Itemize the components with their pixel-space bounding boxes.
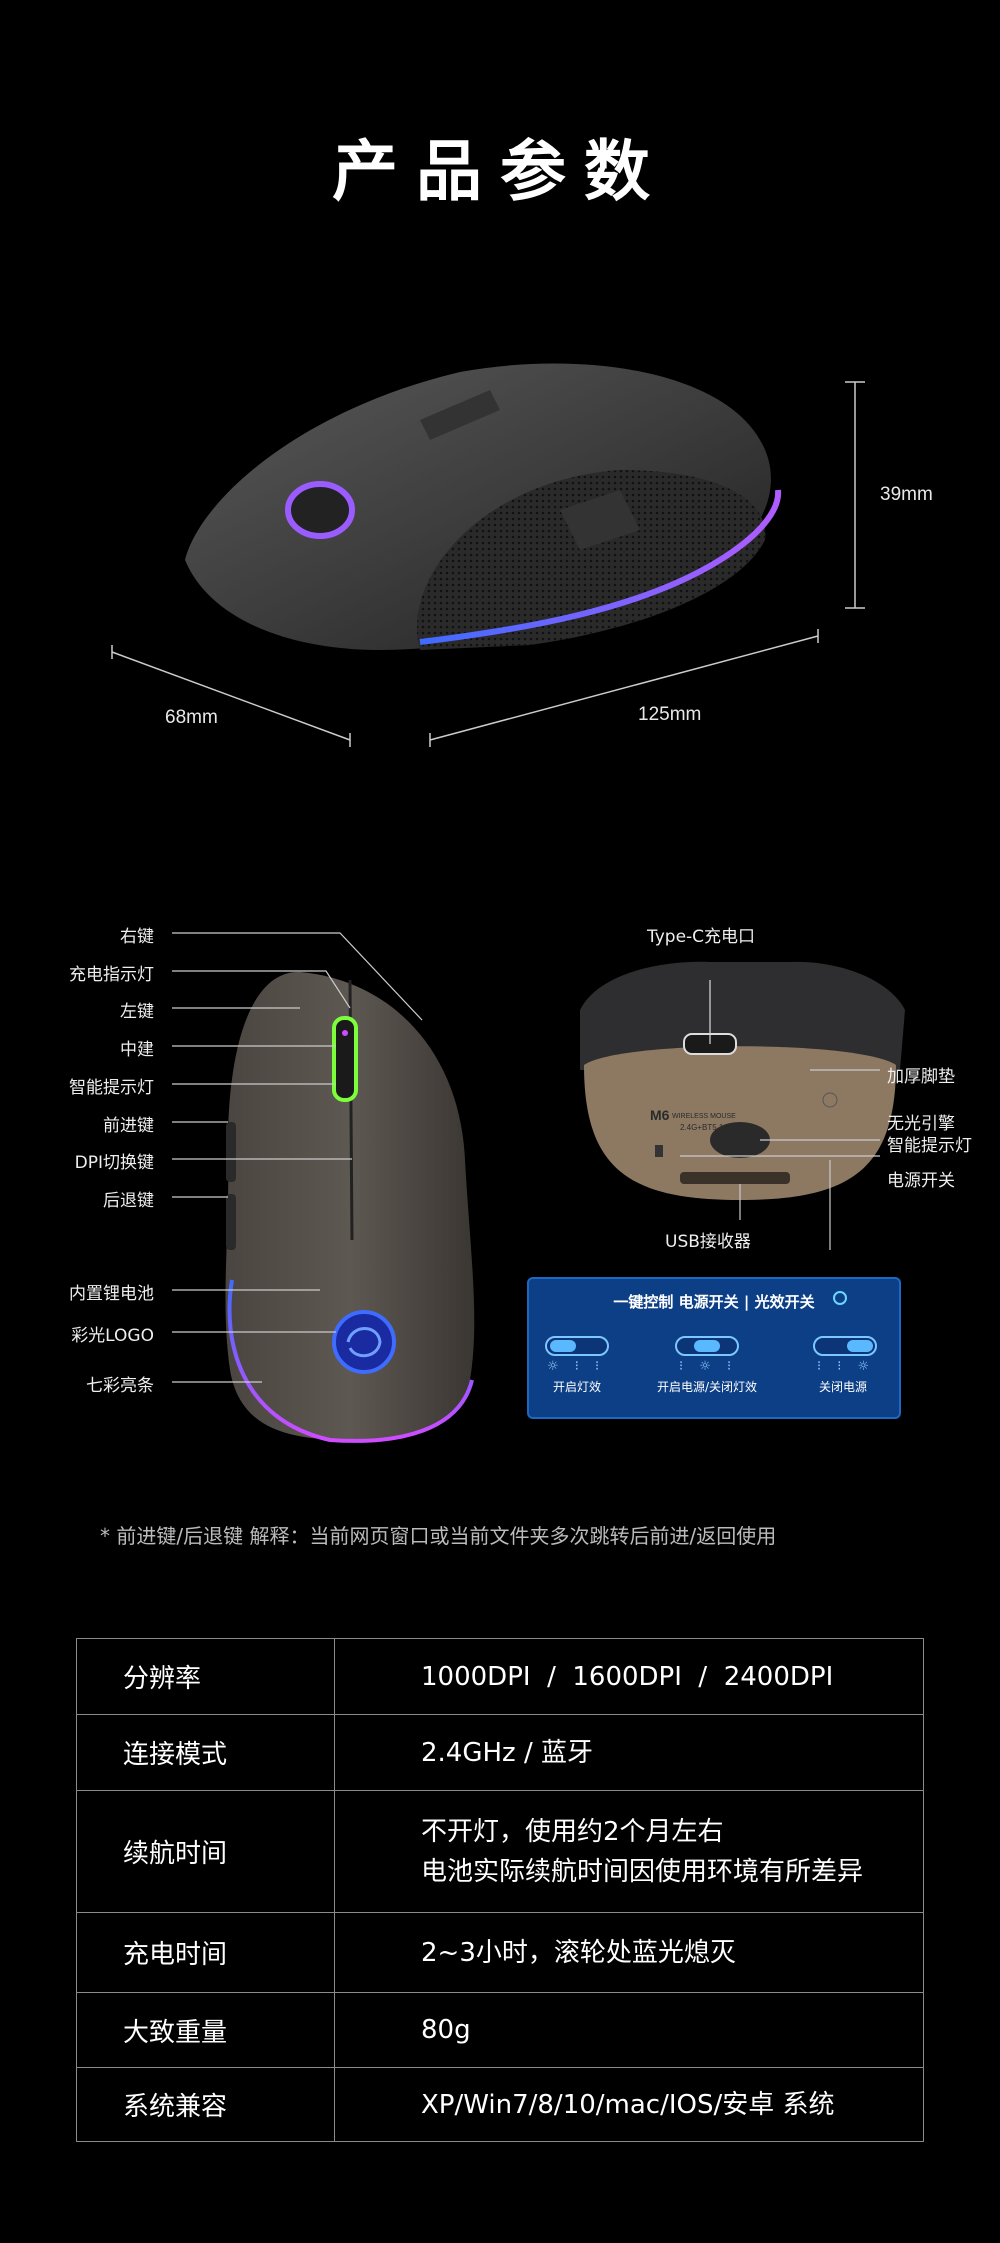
label-forward-button: 前进键 (103, 1116, 154, 1136)
switch-mode-caption-2: 开启电源/关闭灯效 (656, 1380, 758, 1394)
label-typec-port: Type-C充电口 (647, 927, 756, 947)
power-led-icon (833, 1291, 847, 1305)
switch-panel-title: 一键控制 电源开关 | 光效开关 (613, 1293, 815, 1311)
label-back-button: 后退键 (103, 1191, 154, 1211)
mouse-dimension-illustration (111, 363, 865, 747)
table-row: 大致重量 80g (76, 1992, 924, 2068)
label-left-button: 左键 (120, 1002, 154, 1022)
page-title: 产品参数 (332, 133, 668, 210)
label-color-logo: 彩光LOGO (71, 1326, 154, 1346)
switch-mode-light-on (545, 1336, 609, 1356)
label-feet: 加厚脚垫 (887, 1067, 955, 1087)
label-smart-indicator: 智能提示灯 (69, 1078, 154, 1098)
spec-value: 1000DPI / 1600DPI / 2400DPI (334, 1638, 924, 1715)
mode-icons-1: ☼ ⁝ ⁝ (547, 1359, 606, 1374)
bottom-print-sub: WIRELESS MOUSE (672, 1113, 736, 1120)
table-row: 续航时间 不开灯，使用约2个月左右 电池实际续航时间因使用环境有所差异 (76, 1790, 924, 1913)
width-dimension: 68mm (165, 707, 218, 728)
label-sensor-indicator: 无光引擎 智能提示灯 (887, 1114, 972, 1156)
label-charge-indicator: 充电指示灯 (69, 965, 154, 985)
spec-key: 大致重量 (76, 1992, 335, 2068)
table-row: 连接模式 2.4GHz / 蓝牙 (76, 1714, 924, 1791)
spec-value: 2.4GHz / 蓝牙 (334, 1714, 924, 1791)
spec-key: 续航时间 (76, 1790, 335, 1913)
spec-table: 分辨率 1000DPI / 1600DPI / 2400DPI 连接模式 2.4… (76, 1638, 924, 2142)
height-dimension: 39mm (880, 484, 933, 505)
spec-key: 充电时间 (76, 1912, 335, 1993)
spec-key: 连接模式 (76, 1714, 335, 1791)
switch-mode-power-on (675, 1336, 739, 1356)
table-row: 充电时间 2~3小时，滚轮处蓝光熄灭 (76, 1912, 924, 1993)
label-middle-button: 中建 (120, 1040, 154, 1060)
switch-mode-caption-3: 关闭电源 (818, 1380, 867, 1394)
spec-key: 系统兼容 (76, 2067, 335, 2142)
spec-value: XP/Win7/8/10/mac/IOS/安卓 系统 (334, 2067, 924, 2142)
label-right-button: 右键 (120, 927, 154, 947)
switch-mode-power-off (813, 1336, 877, 1356)
spec-key: 分辨率 (76, 1638, 335, 1715)
mouse-bottom-view: M6 WIRELESS MOUSE 2.4G+BT5.1 (580, 961, 905, 1250)
mode-icons-2: ⁝ ☼ ⁝ (679, 1359, 738, 1374)
label-usb-receiver: USB接收器 (665, 1232, 751, 1252)
table-row: 分辨率 1000DPI / 1600DPI / 2400DPI (76, 1638, 924, 1715)
label-battery: 内置锂电池 (69, 1284, 154, 1304)
switch-mode-caption-1: 开启灯效 (552, 1380, 601, 1394)
spec-value: 不开灯，使用约2个月左右 电池实际续航时间因使用环境有所差异 (334, 1790, 924, 1913)
spec-value: 80g (334, 1992, 924, 2068)
spec-value: 2~3小时，滚轮处蓝光熄灭 (334, 1912, 924, 1993)
label-rgb-strip: 七彩亮条 (86, 1376, 154, 1396)
switch-panel: 一键控制 电源开关 | 光效开关 ☼ ⁝ ⁝ 开启灯效 ⁝ ☼ ⁝ 开启电源/关… (527, 1277, 901, 1419)
length-dimension: 125mm (638, 704, 702, 725)
footnote: * 前进键/后退键 解释：当前网页窗口或当前文件夹多次跳转后前进/返回使用 (100, 1524, 777, 1548)
table-row: 系统兼容 XP/Win7/8/10/mac/IOS/安卓 系统 (76, 2067, 924, 2142)
mode-icons-3: ⁝ ⁝ ☼ (817, 1359, 876, 1374)
bottom-print-model: M6 (650, 1107, 670, 1123)
mouse-top-view (172, 932, 475, 1443)
bottom-print-spec: 2.4G+BT5.1 (680, 1123, 724, 1132)
label-dpi-button: DPI切换键 (74, 1153, 154, 1173)
label-power-switch: 电源开关 (887, 1171, 955, 1191)
